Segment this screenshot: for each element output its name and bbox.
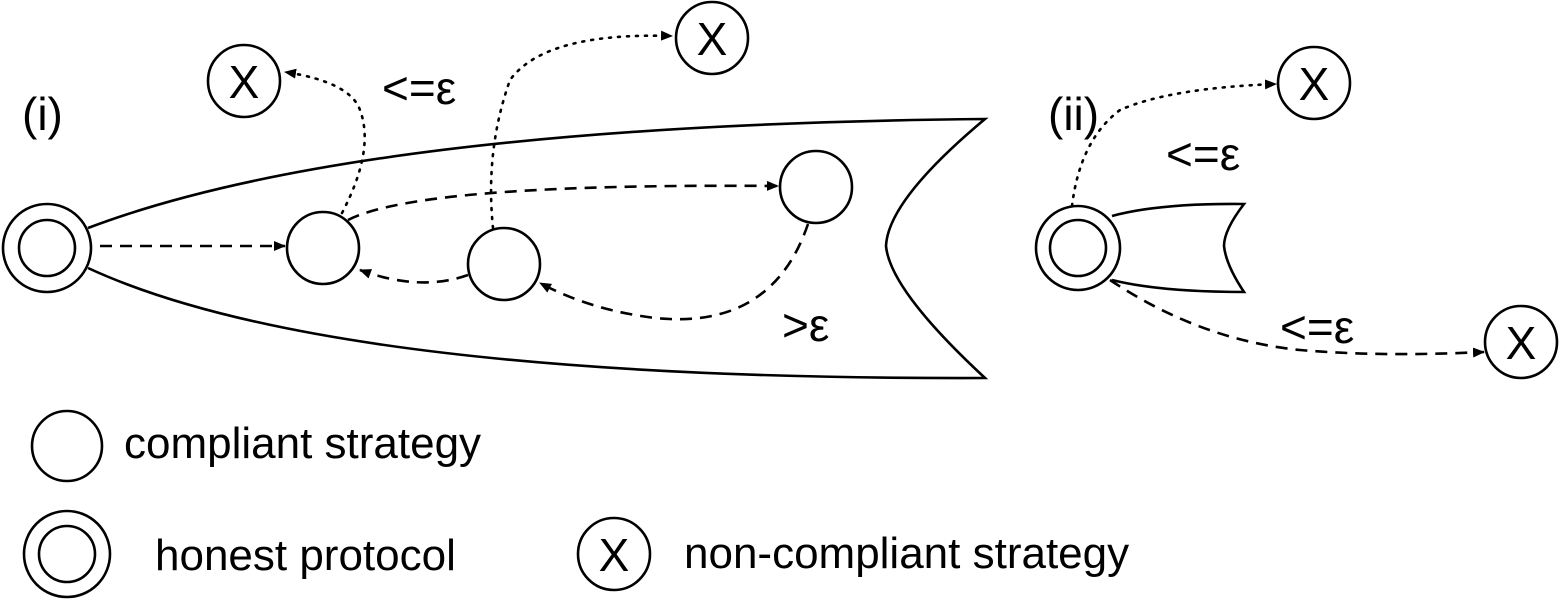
- panel-i-region: [87, 117, 989, 380]
- legend-honest-symbol: [22, 509, 112, 599]
- legend-honest-label: honest protocol: [155, 531, 456, 580]
- svg-text:X: X: [599, 529, 630, 581]
- compliant-node-c: [778, 149, 854, 225]
- legend-honest: honest protocol: [22, 509, 456, 599]
- honest-protocol-node: [1, 202, 93, 294]
- honest-protocol-node-ii: [1034, 204, 1122, 292]
- edge-ii-to-x-upper: [1070, 79, 1278, 208]
- legend-noncompliant-label: non-compliant strategy: [684, 529, 1129, 578]
- compliant-node-a: [285, 210, 361, 286]
- noncompliant-node-left: X: [206, 43, 282, 119]
- edge-label-i-upper: <=ε: [382, 62, 456, 114]
- panel-i-label: (i): [22, 88, 63, 140]
- noncompliant-node-ii-upper: X: [1276, 45, 1352, 121]
- edge-b-to-a: [359, 268, 469, 284]
- noncompliant-node-top: X: [674, 0, 750, 76]
- edge-label-ii-lower: <=ε: [1280, 301, 1354, 353]
- noncompliant-node-ii-lower: X: [1483, 304, 1559, 380]
- legend-compliant: compliant strategy: [30, 409, 481, 483]
- legend-noncompliant-symbol: X: [576, 516, 652, 592]
- panel-ii-region: [1111, 202, 1247, 294]
- legend-compliant-symbol: [30, 409, 104, 483]
- edge-a-to-c: [347, 180, 779, 222]
- svg-text:X: X: [1506, 317, 1537, 369]
- svg-text:X: X: [1299, 58, 1330, 110]
- edge-ii-to-x-lower: [1109, 278, 1485, 358]
- legend-compliant-label: compliant strategy: [124, 419, 481, 468]
- edge-label-ii-upper: <=ε: [1166, 128, 1240, 180]
- legend-noncompliant: X non-compliant strategy: [576, 516, 1129, 592]
- edge-c-to-b: [539, 223, 810, 321]
- edge-a-to-x-left: [283, 68, 366, 215]
- legend: compliant strategy honest protocol X non…: [22, 409, 1129, 599]
- svg-text:X: X: [229, 56, 260, 108]
- panel-ii-label: (ii): [1048, 88, 1099, 140]
- compliant-node-b: [466, 226, 542, 302]
- svg-text:X: X: [697, 13, 728, 65]
- edge-label-i-lower: >ε: [782, 299, 829, 351]
